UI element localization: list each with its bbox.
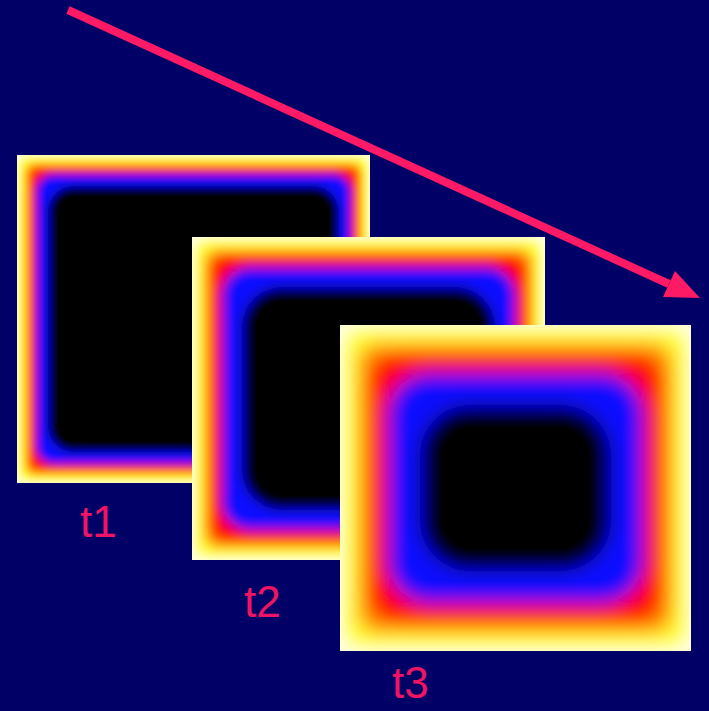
- time-label: t2: [244, 580, 281, 624]
- time-label: t1: [80, 500, 117, 544]
- arrow-head: [663, 271, 700, 298]
- heat-map-t3: [340, 325, 691, 651]
- time-label: t3: [392, 661, 429, 705]
